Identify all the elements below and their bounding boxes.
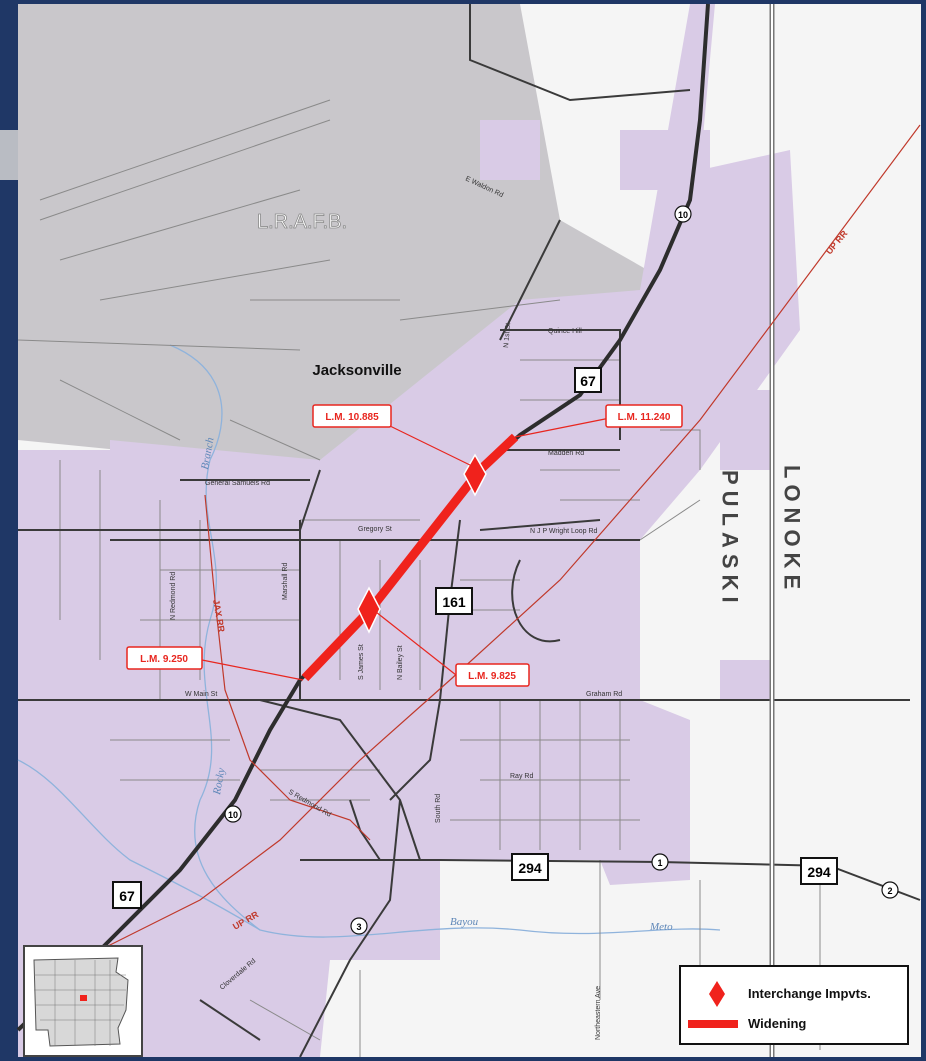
svg-text:Graham Rd: Graham Rd bbox=[586, 691, 622, 698]
svg-text:10: 10 bbox=[228, 810, 238, 820]
svg-text:294: 294 bbox=[807, 864, 831, 880]
svg-text:W Main St: W Main St bbox=[185, 691, 217, 698]
route-10-marker-south: 10 bbox=[224, 805, 242, 823]
local-streets bbox=[17, 99, 821, 1057]
svg-text:N Redmond Rd: N Redmond Rd bbox=[170, 572, 177, 620]
lm-label-9825: L.M. 9.825 bbox=[455, 663, 530, 687]
railroad-up bbox=[79, 124, 921, 961]
frame-tab bbox=[0, 130, 20, 180]
ar294-shield-west: 294 bbox=[511, 853, 549, 881]
svg-text:1: 1 bbox=[657, 858, 662, 868]
legend-interchange-icon bbox=[709, 981, 725, 1007]
pulaski-label: PULASKI bbox=[718, 470, 743, 609]
svg-text:Branch: Branch bbox=[199, 436, 217, 470]
svg-text:Marshall Rd: Marshall Rd bbox=[282, 563, 289, 600]
svg-text:294: 294 bbox=[518, 860, 542, 876]
city-limits bbox=[18, 4, 800, 1057]
svg-text:N Bailey St: N Bailey St bbox=[397, 645, 404, 680]
svg-text:3: 3 bbox=[356, 922, 361, 932]
legend-box: Interchange Impvts. Widening bbox=[679, 965, 909, 1045]
route-10-marker-north: 10 bbox=[674, 205, 692, 223]
svg-text:Madden Rd: Madden Rd bbox=[548, 450, 584, 457]
svg-text:N J P Wright Loop Rd: N J P Wright Loop Rd bbox=[530, 528, 598, 535]
legend-widening-label: Widening bbox=[748, 1016, 806, 1031]
svg-text:2: 2 bbox=[887, 886, 892, 896]
svg-text:161: 161 bbox=[442, 594, 466, 610]
lm-label-11240: L.M. 11.240 bbox=[605, 404, 683, 428]
svg-text:General Samuels Rd: General Samuels Rd bbox=[205, 480, 270, 487]
svg-text:Northeastern Ave: Northeastern Ave bbox=[595, 986, 602, 1040]
svg-text:Ray Rd: Ray Rd bbox=[510, 773, 533, 780]
svg-text:Quince Hill: Quince Hill bbox=[548, 328, 582, 335]
us67-shield-south: 67 bbox=[112, 881, 142, 909]
railroad-jax bbox=[204, 494, 371, 841]
us67-shield-north: 67 bbox=[574, 367, 602, 393]
svg-text:Rocky: Rocky bbox=[211, 767, 228, 797]
ar161-shield: 161 bbox=[435, 587, 473, 615]
svg-text:Gregory St: Gregory St bbox=[358, 526, 392, 533]
legend-interchange-label: Interchange Impvts. bbox=[748, 986, 871, 1001]
water-labels: Branch Rocky Bayou Meto bbox=[199, 436, 673, 933]
ar294-shield-east: 294 bbox=[800, 857, 838, 885]
route-2-marker: 2 bbox=[881, 881, 899, 899]
legend-widening-icon bbox=[688, 1020, 738, 1028]
route-1-marker: 1 bbox=[651, 853, 669, 871]
svg-text:Bayou: Bayou bbox=[450, 916, 479, 928]
major-roads bbox=[18, 4, 921, 1058]
leader-lines bbox=[201, 417, 611, 681]
svg-text:Meto: Meto bbox=[649, 921, 673, 933]
svg-text:L.M. 9.825: L.M. 9.825 bbox=[468, 671, 516, 682]
svg-text:67: 67 bbox=[119, 888, 135, 904]
svg-text:L.M. 10.885: L.M. 10.885 bbox=[325, 412, 379, 423]
river bbox=[17, 344, 721, 938]
interchange-marker-9825 bbox=[357, 586, 381, 634]
svg-text:N 1st St: N 1st St bbox=[503, 323, 512, 348]
svg-text:L.M. 11.240: L.M. 11.240 bbox=[618, 412, 671, 423]
svg-text:South Rd: South Rd bbox=[435, 794, 442, 823]
svg-text:10: 10 bbox=[678, 210, 688, 220]
arkansas-inset-map bbox=[23, 945, 143, 1057]
city-label: Jacksonville bbox=[312, 362, 401, 379]
lonoke-label: LONOKE bbox=[780, 465, 805, 595]
base-label: L.R.A.F.B. bbox=[257, 211, 347, 233]
svg-text:S James St: S James St bbox=[358, 644, 365, 680]
route-3-marker: 3 bbox=[350, 917, 368, 935]
lm-label-9250: L.M. 9.250 bbox=[126, 646, 203, 670]
lm-label-10885: L.M. 10.885 bbox=[312, 404, 392, 428]
widening-segment bbox=[301, 433, 519, 682]
svg-text:67: 67 bbox=[580, 373, 596, 389]
svg-text:L.M. 9.250: L.M. 9.250 bbox=[140, 654, 188, 665]
